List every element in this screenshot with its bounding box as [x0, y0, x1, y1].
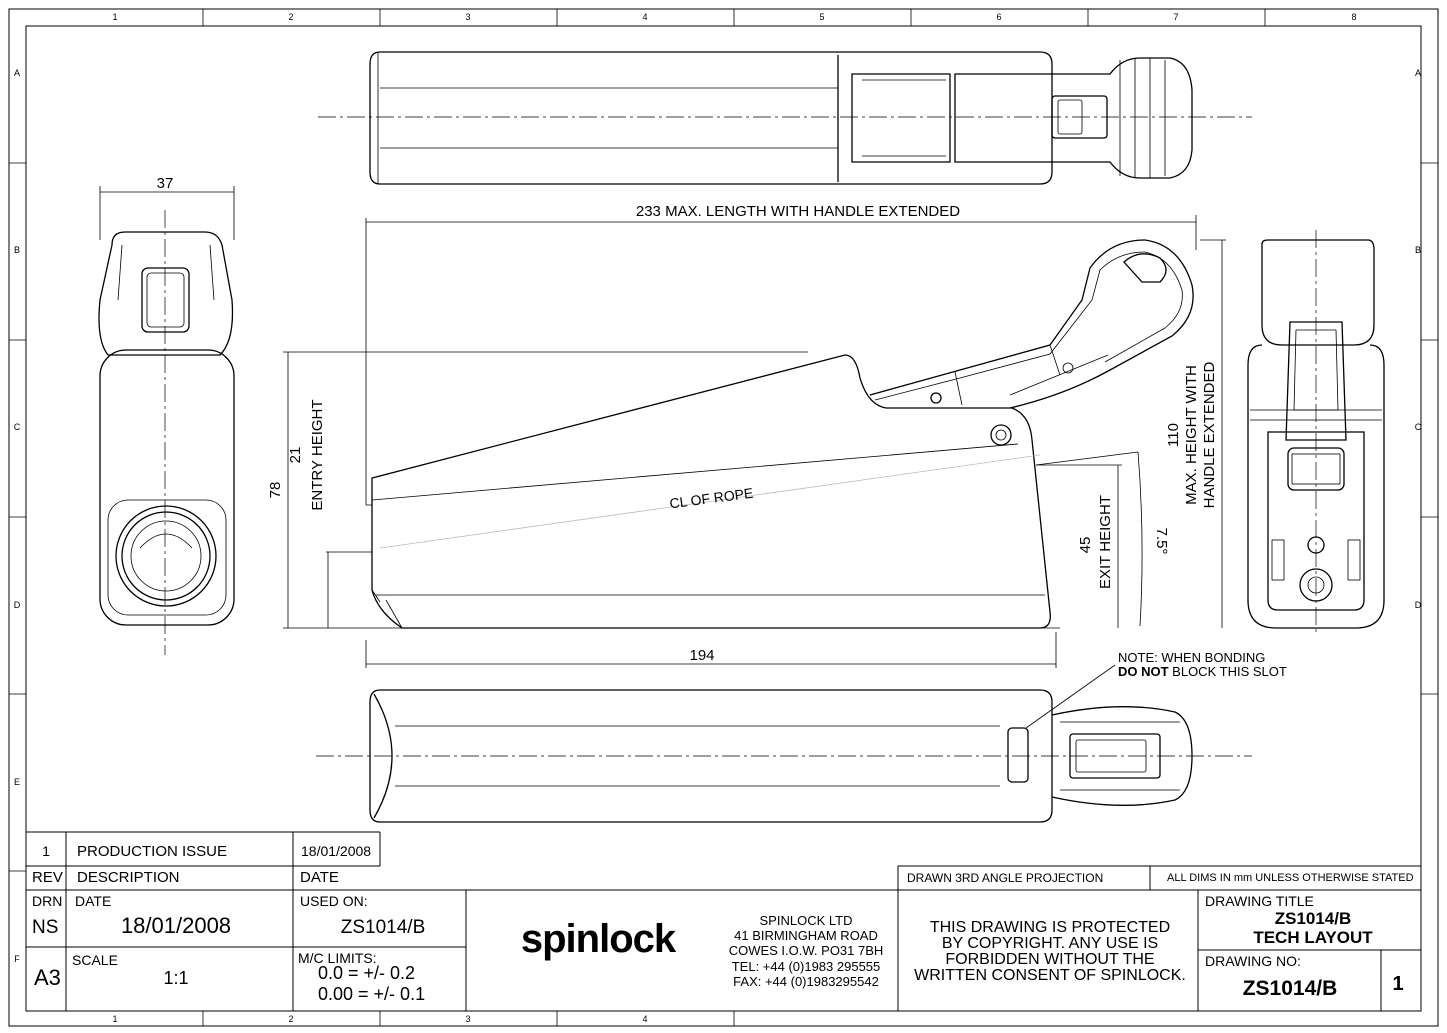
- drawing-title-label: DRAWING TITLE: [1205, 893, 1314, 909]
- note-line2-rest: BLOCK THIS SLOT: [1169, 664, 1287, 679]
- dim-angle: 7.5°: [1153, 528, 1170, 555]
- border-row-e: E: [14, 777, 20, 787]
- drn-label: DRN: [32, 893, 62, 909]
- top-view: [318, 51, 1252, 185]
- dim-max-height-value: 110: [1165, 423, 1182, 447]
- date-label: DATE: [75, 893, 111, 909]
- dim-length: 194: [689, 647, 714, 664]
- rope-centerline-label: CL OF ROPE: [669, 485, 755, 512]
- mc-limit-1: 0.0 = +/- 0.2: [318, 963, 415, 983]
- copyright-line-4: WRITTEN CONSENT OF SPINLOCK.: [914, 967, 1186, 984]
- copyright-line-3: FORBIDDEN WITHOUT THE: [945, 951, 1154, 968]
- border-row-f: F: [14, 954, 20, 964]
- drawing-frame: 1 2 3 4 5 6 7 8 1 2 3 4 A B C D E F A B …: [8, 8, 1439, 1027]
- rev-date: 18/01/2008: [301, 843, 371, 859]
- rev-header: REV: [32, 869, 63, 886]
- units-note: ALL DIMS IN mm UNLESS OTHERWISE STATED: [1167, 872, 1414, 884]
- dim-max-height-line1: MAX. HEIGHT WITH: [1183, 365, 1200, 505]
- border-row-a: A: [14, 68, 20, 78]
- used-on-value: ZS1014/B: [341, 917, 426, 938]
- copyright-line-2: BY COPYRIGHT. ANY USE IS: [942, 935, 1158, 952]
- drawing-title-line1: ZS1014/B: [1275, 909, 1352, 928]
- end-view-left: [98, 210, 235, 655]
- dim-length-max: 233 MAX. LENGTH WITH HANDLE EXTENDED: [636, 203, 960, 220]
- border-col-6: 6: [996, 12, 1001, 22]
- border-col-2: 2: [288, 12, 293, 22]
- mc-limits-label: M/C LIMITS:: [298, 950, 377, 966]
- border-row-c: C: [14, 422, 21, 432]
- note-line2: DO NOT BLOCK THIS SLOT: [1118, 664, 1287, 679]
- dim-width: 37: [157, 175, 174, 192]
- dim-entry-value: 21: [287, 447, 304, 464]
- side-view: 233 MAX. LENGTH WITH HANDLE EXTENDED CL …: [99, 175, 1226, 668]
- border-bottom-col-1: 1: [112, 1014, 117, 1024]
- border-bottom-col-3: 3: [465, 1014, 470, 1024]
- border-row-d-right: D: [1415, 600, 1422, 610]
- title-block: 1 PRODUCTION ISSUE 18/01/2008 REV DESCRI…: [26, 831, 1421, 1011]
- address-line-2: 41 BIRMINGHAM ROAD: [734, 928, 878, 943]
- border-row-a-right: A: [1415, 68, 1421, 78]
- border-col-8: 8: [1351, 12, 1356, 22]
- bonding-note: NOTE: WHEN BONDING DO NOT BLOCK THIS SLO…: [1118, 650, 1287, 679]
- end-view-right: [1247, 230, 1385, 632]
- border-row-c-right: C: [1415, 422, 1422, 432]
- dim-exit-value: 45: [1077, 537, 1094, 554]
- projection-note: DRAWN 3RD ANGLE PROJECTION: [907, 871, 1103, 885]
- border-row-b: B: [14, 245, 20, 255]
- drawing-no-value: ZS1014/B: [1243, 977, 1338, 1000]
- dim-max-height-line2: HANDLE EXTENDED: [1201, 361, 1218, 508]
- border-col-5: 5: [819, 12, 824, 22]
- address-line-1: SPINLOCK LTD: [760, 913, 853, 928]
- border-col-4: 4: [642, 12, 647, 22]
- note-line1: NOTE: WHEN BONDING: [1118, 650, 1265, 665]
- border-bottom-col-4: 4: [642, 1014, 647, 1024]
- address-line-4: TEL: +44 (0)1983 295555: [732, 959, 881, 974]
- border-col-3: 3: [465, 12, 470, 22]
- drawing-no-label: DRAWING NO:: [1205, 953, 1301, 969]
- border-bottom-col-2: 2: [288, 1014, 293, 1024]
- scale-value: 1:1: [163, 968, 188, 988]
- sheet-number: 1: [1392, 973, 1403, 995]
- address-line-5: FAX: +44 (0)1983295542: [733, 974, 879, 989]
- dim-height: 78: [267, 482, 284, 499]
- description-header: DESCRIPTION: [77, 869, 180, 886]
- dim-exit-label: EXIT HEIGHT: [1097, 495, 1114, 589]
- copyright-line-1: THIS DRAWING IS PROTECTED: [930, 919, 1170, 936]
- date-value: 18/01/2008: [121, 913, 231, 938]
- dim-entry-label: ENTRY HEIGHT: [309, 399, 326, 510]
- rev-number: 1: [42, 843, 50, 859]
- border-row-b-right: B: [1415, 245, 1421, 255]
- border-row-d: D: [14, 600, 21, 610]
- note-bold: DO NOT: [1118, 664, 1169, 679]
- date-header: DATE: [300, 869, 339, 886]
- drn-value: NS: [32, 917, 58, 938]
- used-on-label: USED ON:: [300, 893, 368, 909]
- border-col-7: 7: [1173, 12, 1178, 22]
- address-line-3: COWES I.O.W. PO31 7BH: [729, 943, 884, 958]
- scale-label: SCALE: [72, 952, 118, 968]
- mc-limit-2: 0.00 = +/- 0.1: [318, 984, 425, 1004]
- rev-description: PRODUCTION ISSUE: [77, 843, 227, 860]
- bottom-view: [316, 664, 1252, 823]
- border-col-1: 1: [112, 12, 117, 22]
- drawing-title-line2: TECH LAYOUT: [1253, 928, 1373, 947]
- company-logo: spinlock: [521, 917, 677, 961]
- sheet-size: A3: [34, 965, 61, 990]
